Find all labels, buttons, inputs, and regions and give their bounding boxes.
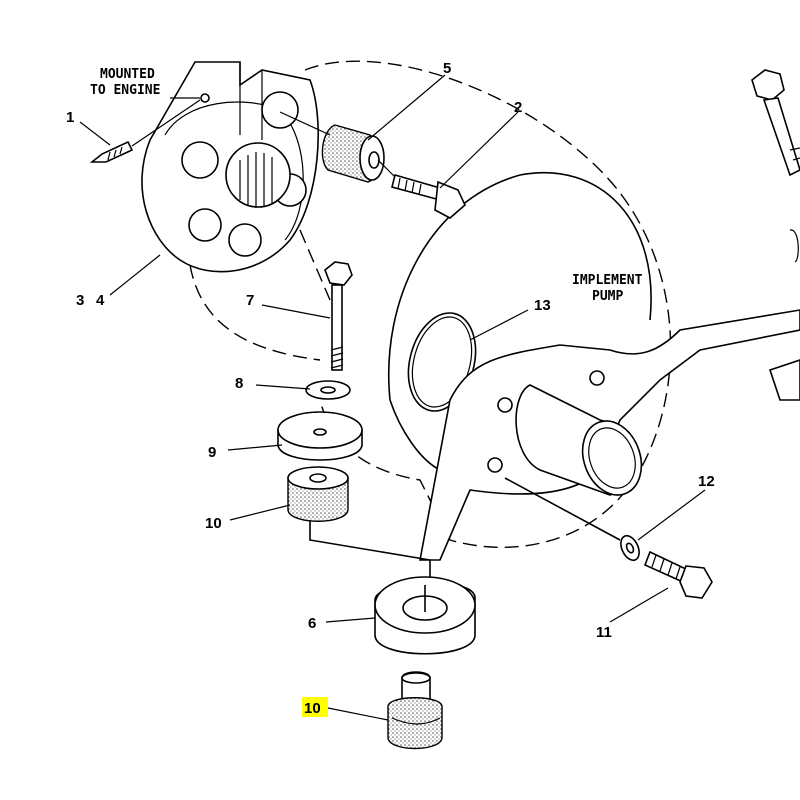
- callout-1: 1: [66, 109, 74, 126]
- callout-10-upper: 10: [205, 515, 222, 532]
- flat-washer-part-9: [277, 411, 363, 461]
- adjacent-bolt-fragment: [751, 69, 800, 263]
- bolt-part-7: [324, 261, 353, 371]
- pump-shaft-boss: [515, 384, 643, 496]
- callout-2: 2: [514, 99, 522, 116]
- spacer-part-6: [374, 576, 476, 655]
- callout-10-lower: 10: [304, 700, 321, 717]
- bolt-part-2: [377, 159, 466, 219]
- note-pump-line2: PUMP: [592, 289, 623, 304]
- callout-13: 13: [534, 297, 551, 314]
- isolator-part-10-upper: [287, 466, 349, 522]
- assembly-centerline: [309, 520, 431, 585]
- callout-9: 9: [208, 444, 216, 461]
- washer-part-8: [305, 380, 351, 400]
- callout-5: 5: [443, 60, 451, 77]
- implement-pump-housing: [189, 60, 672, 549]
- callout-4: 4: [96, 292, 105, 309]
- callout-10-highlight: [302, 697, 328, 717]
- callout-8: 8: [235, 375, 243, 392]
- leader-lines: [79, 74, 706, 721]
- note-mounted-line2: TO ENGINE: [90, 83, 160, 98]
- coupling-sleeve-part-5: [279, 111, 385, 183]
- coupling-hub-assembly: [141, 61, 319, 273]
- cap-screw-part-1: [89, 99, 201, 163]
- washer-part-12: [620, 534, 640, 562]
- callout-6: 6: [308, 615, 316, 632]
- callout-11: 11: [596, 624, 612, 641]
- o-ring-part-13: [407, 312, 477, 412]
- isolator-part-10-lower: [387, 671, 443, 750]
- bolt-part-11: [504, 477, 713, 599]
- note-pump-line1: IMPLEMENT: [572, 273, 643, 288]
- callout-7: 7: [246, 292, 254, 309]
- callout-3: 3: [76, 292, 84, 309]
- note-mounted-line1: MOUNTED: [100, 67, 155, 82]
- callout-12: 12: [698, 473, 715, 490]
